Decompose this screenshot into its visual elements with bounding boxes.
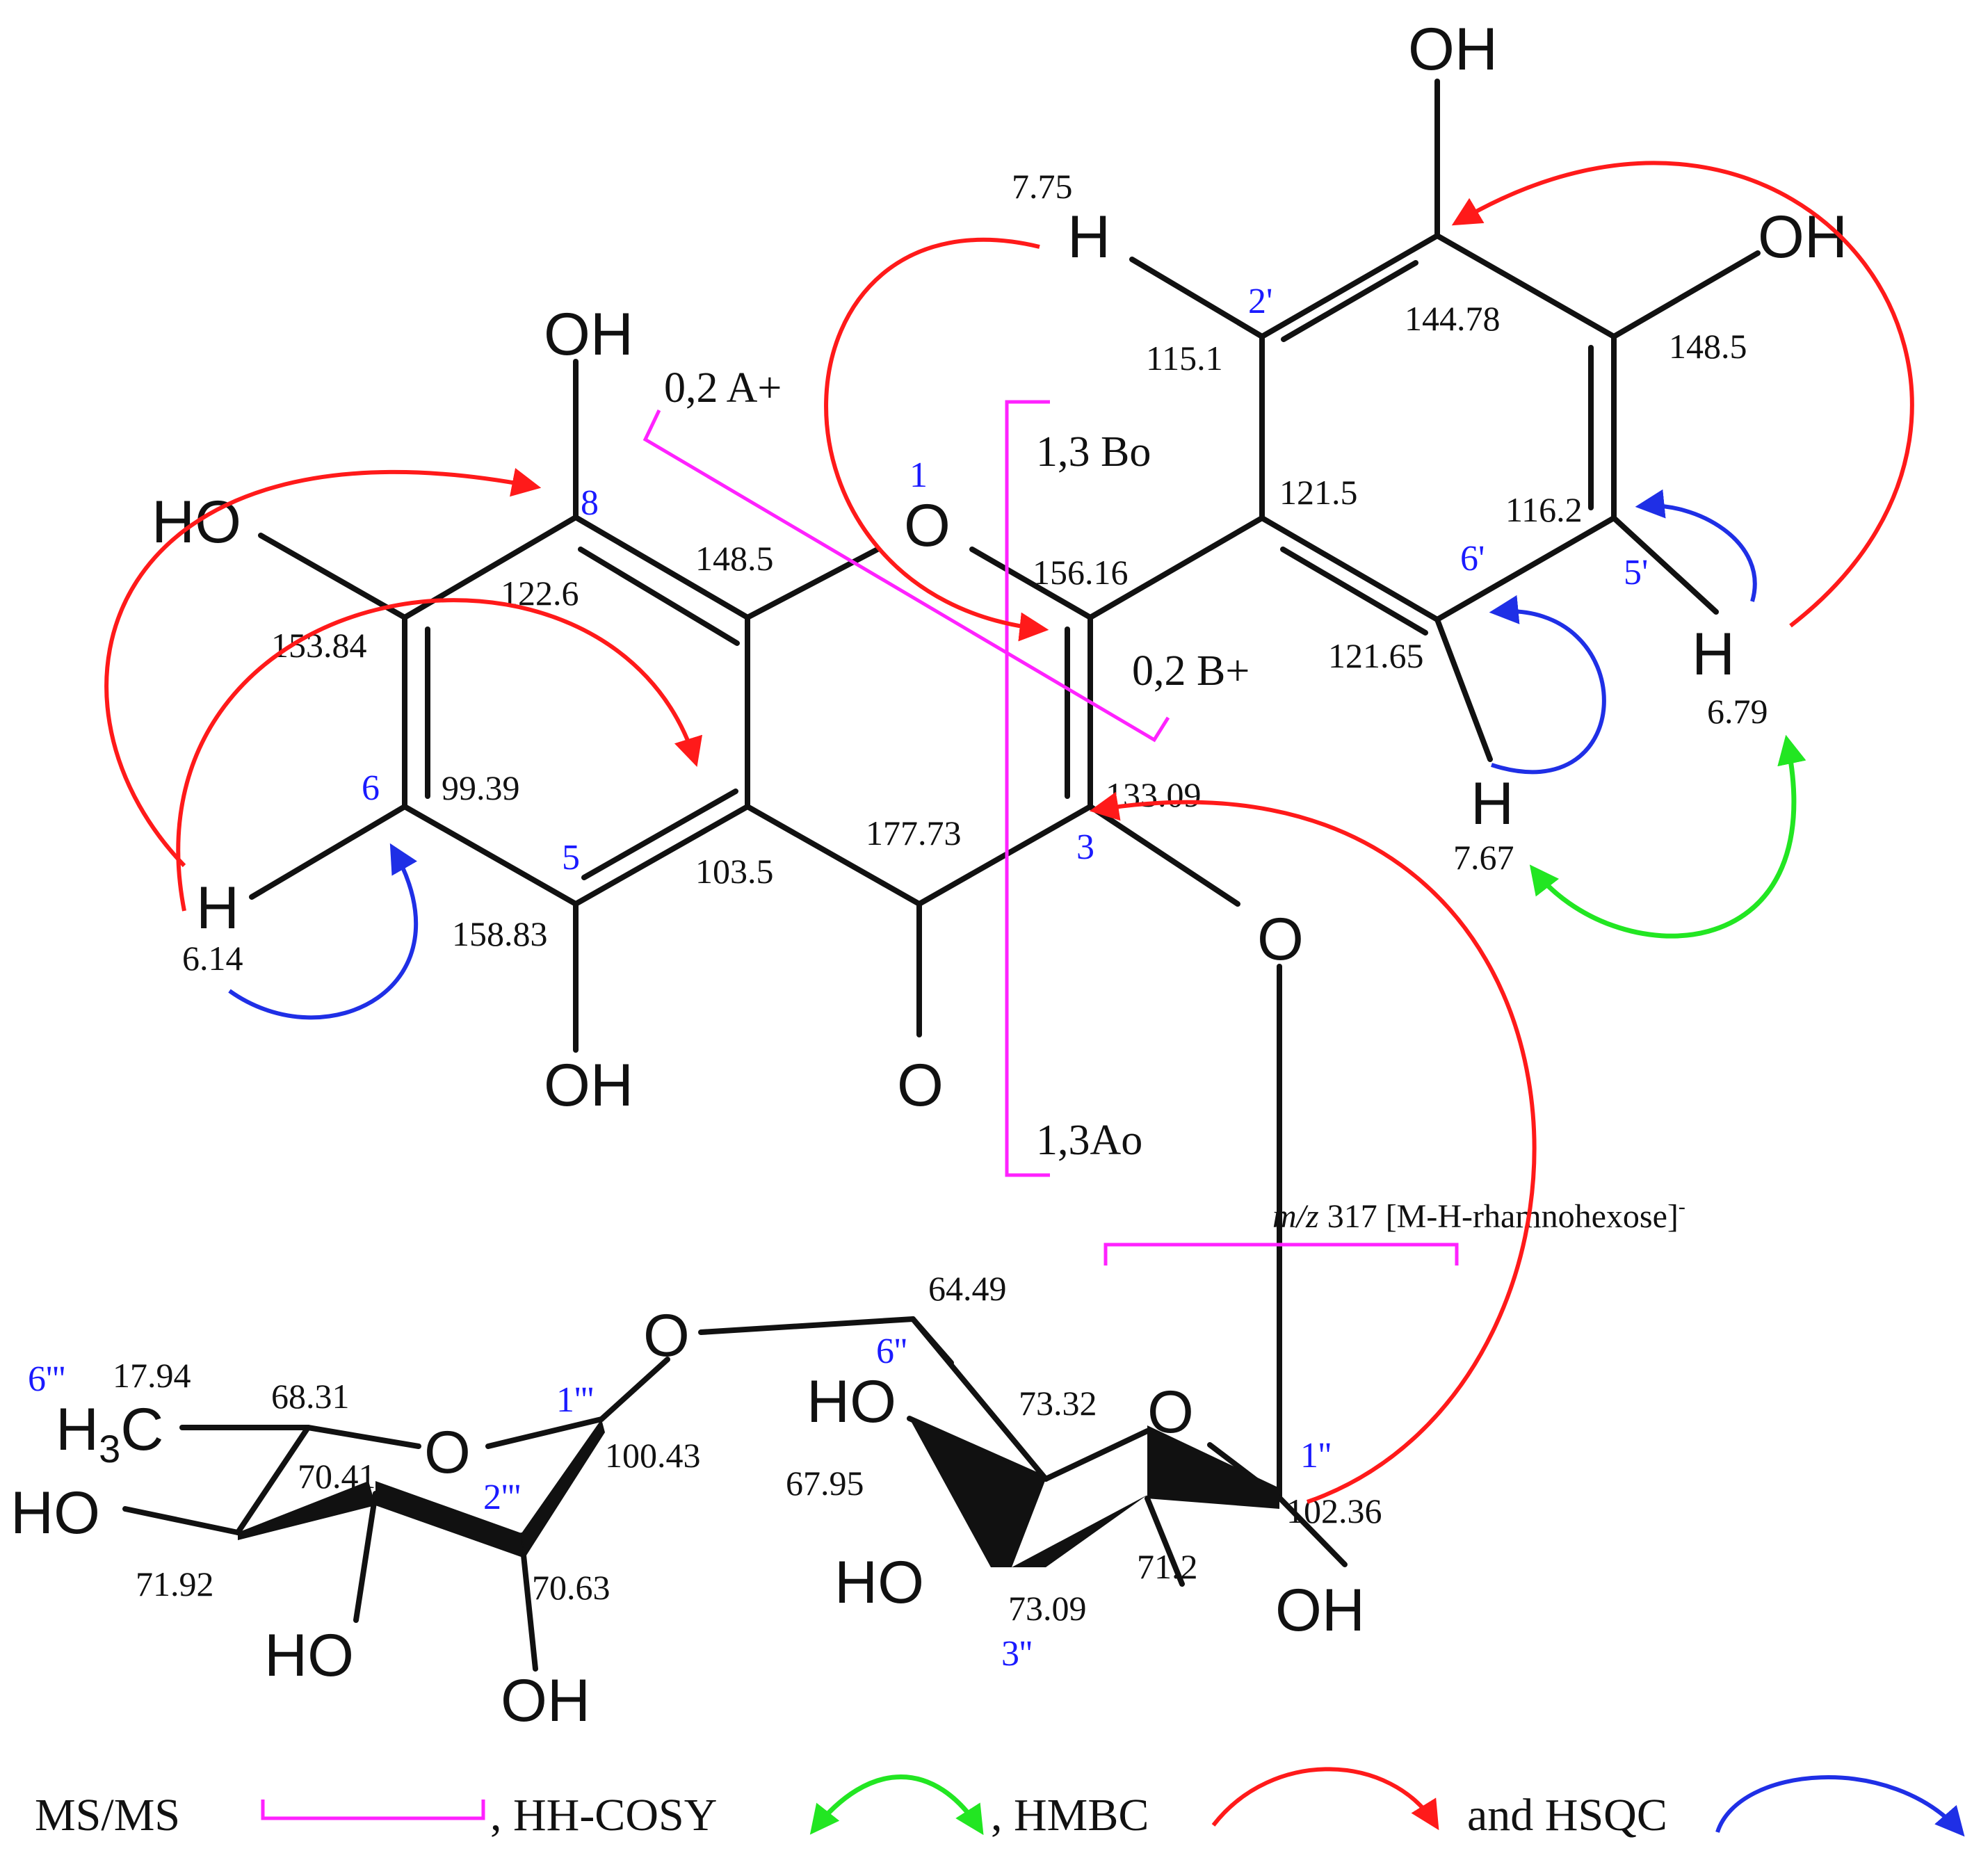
legend-msms-bracket [261, 1800, 485, 1820]
atom-oh-8: OH [544, 301, 633, 368]
atom-ho-4ppp: HO [10, 1480, 100, 1546]
shift-c-6ppp: 17.94 [113, 1356, 191, 1395]
atom-ho-4pp: HO [807, 1368, 896, 1435]
hmbc-arrow-h6-c4a [176, 598, 702, 912]
legend-hsqc-label: and HSQC [1467, 1790, 1667, 1841]
shift-c-2p: 115.1 [1146, 339, 1223, 378]
num-3: 3 [1076, 827, 1094, 867]
legend-hmbc-label: , HMBC [991, 1790, 1149, 1841]
shift-c-4pp: 67.95 [786, 1464, 864, 1503]
label-frag-13a: 1,3Ao [1036, 1117, 1142, 1164]
shift-c-1p: 121.5 [1279, 473, 1358, 512]
shift-c-4: 177.73 [866, 814, 962, 852]
atom-oh-2ppp: OH [501, 1667, 590, 1734]
label-frag-02a: 0,2 A+ [664, 364, 782, 412]
shift-c-4ppp: 71.92 [136, 1564, 214, 1603]
hmbc-arrow-h5p [1451, 161, 1914, 628]
num-2ppp: 2''' [483, 1478, 521, 1517]
shift-c-3pp: 73.09 [1008, 1589, 1087, 1628]
num-5p: 5' [1624, 553, 1648, 592]
atom-o-ring-rhamnose: O [424, 1419, 471, 1486]
atom-o1: O [904, 492, 951, 559]
hmbc-arrow-h6-c8 [104, 468, 542, 868]
num-6: 6 [362, 768, 380, 808]
num-1ppp: 1''' [556, 1380, 594, 1420]
atom-o-ring-glucose: O [1147, 1379, 1194, 1446]
hmbc-arrow-h2p [824, 237, 1049, 642]
num-1pp: 1'' [1300, 1436, 1332, 1475]
shift-c-5pp: 73.32 [1019, 1384, 1097, 1423]
num-2p: 2' [1248, 282, 1272, 321]
shift-c-4p: 148.5 [1669, 327, 1747, 366]
cosy-arrow-h6p-h5p [1529, 734, 1806, 939]
label-frag-02b: 0,2 B+ [1132, 647, 1250, 695]
num-6pp: 6'' [876, 1332, 907, 1371]
atom-ho-3ppp: HO [264, 1622, 354, 1689]
legend-msms-label: MS/MS [35, 1790, 180, 1841]
atom-o-carbonyl: O [897, 1052, 944, 1119]
shift-c-5p: 116.2 [1505, 490, 1583, 529]
atom-o-glycosidic: O [1257, 906, 1304, 973]
legend-cosy-label: , HH-COSY [490, 1790, 717, 1841]
atom-h-2p: H [1067, 204, 1110, 270]
shift-c-3ppp: 70.41 [298, 1457, 376, 1496]
atom-numbering: 1 2' 5' 6' 8 6 5 3 6'' 1'' 3'' 6''' 1'''… [28, 282, 1648, 1674]
atom-h-6p: H [1471, 770, 1514, 837]
hsqc-arrow-h6p [1489, 595, 1606, 775]
shift-h-6: 6.14 [182, 939, 243, 978]
legend-hmbc-arrow [1211, 1767, 1439, 1831]
shift-c-2: 156.16 [1033, 553, 1129, 592]
atom-oh-top: OH [1408, 16, 1498, 83]
shift-c-1ppp: 100.43 [605, 1436, 701, 1475]
atom-h3c: H3C [56, 1396, 163, 1471]
shift-c-2pp: 71.2 [1137, 1547, 1198, 1586]
atom-oh-4p: OH [1758, 204, 1847, 270]
bonds [122, 79, 1761, 1672]
msms-bracket-02 [642, 409, 1170, 743]
num-8: 8 [581, 483, 599, 523]
num-3pp: 3'' [1001, 1634, 1033, 1674]
legend-cosy-arrow [809, 1774, 984, 1836]
shift-c-5ppp: 68.31 [271, 1377, 350, 1416]
shift-c-6: 99.39 [442, 768, 520, 807]
atom-h-6: H [196, 875, 239, 941]
chemical-shifts: 7.75 115.1 144.78 148.5 121.5 116.2 121.… [113, 167, 1768, 1628]
atom-labels: OH OH H OH HO O H H H OH O O O HO O HO O… [10, 16, 1847, 1734]
msms-bracket-13 [1005, 400, 1050, 1177]
shift-c-6p: 121.65 [1328, 636, 1424, 675]
num-6p: 6' [1460, 539, 1485, 579]
shift-c-5: 158.83 [452, 914, 548, 953]
num-6ppp: 6''' [28, 1359, 65, 1399]
hmbc-arrow-h1pp [1089, 791, 1537, 1504]
cosy-correlations [1529, 734, 1806, 939]
hsqc-arrow-h5p [1635, 489, 1757, 602]
shift-c-1pp: 102.36 [1286, 1491, 1382, 1530]
atom-oh-5: OH [544, 1052, 633, 1119]
num-1: 1 [909, 455, 928, 495]
shift-c-8a: 148.5 [695, 539, 774, 578]
shift-h-2p: 7.75 [1012, 167, 1073, 206]
atom-h-5p: H [1692, 621, 1735, 688]
shift-c-4a: 103.5 [695, 852, 774, 891]
hmbc-correlations [104, 161, 1914, 1504]
shift-h-5p: 6.79 [1707, 692, 1768, 731]
shift-c-2ppp: 70.63 [532, 1568, 611, 1607]
legend-hsqc-arrow [1715, 1775, 1965, 1837]
msms-bracket-glycoside [1103, 1243, 1459, 1266]
num-5: 5 [562, 838, 580, 878]
shift-h-6p: 7.67 [1453, 838, 1514, 877]
label-frag-13b: 1,3 Bo [1036, 428, 1151, 476]
wedge-bonds [238, 1418, 1279, 1567]
shift-c-3p: 144.78 [1405, 299, 1501, 338]
legend: MS/MS , HH-COSY , HMBC and HSQC [35, 1767, 1965, 1841]
hsqc-arrow-h6 [228, 843, 419, 1020]
atom-oh-2pp: OH [1275, 1577, 1365, 1644]
shift-c-6pp: 64.49 [928, 1269, 1007, 1308]
atom-o-linker: O [643, 1302, 690, 1369]
atom-ho-3pp: HO [834, 1549, 924, 1616]
